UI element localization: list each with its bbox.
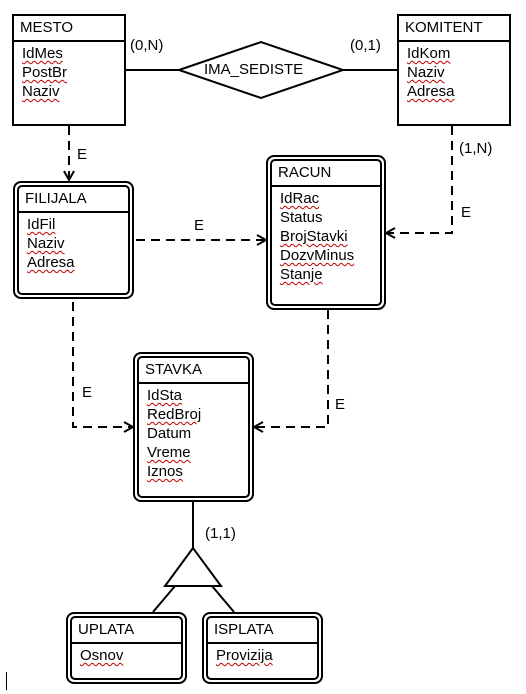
entity-isplata[interactable]: ISPLATA Provizija [202, 612, 323, 684]
attr-adresa: Adresa [407, 83, 455, 100]
entity-uplata[interactable]: UPLATA Osnov [66, 612, 187, 684]
attr-naziv: Naziv [22, 83, 60, 100]
label-e-racun-stavka: E [335, 396, 346, 413]
cardinality-komitent: (0,1) [350, 37, 381, 54]
cardinality-mesto: (0,N) [130, 37, 164, 54]
attr-iznos: Iznos [147, 463, 183, 480]
arrow-racun-stavka [254, 310, 329, 427]
attr-brojstavki: BrojStavki [280, 228, 348, 245]
entity-racun-title: RACUN [272, 161, 380, 187]
attr-idrac: IdRac [280, 190, 320, 207]
attr-redbroj: RedBroj [147, 406, 202, 423]
entity-mesto-title: MESTO [14, 16, 124, 42]
label-e-filijala-racun: E [194, 217, 205, 234]
entity-mesto[interactable]: MESTO IdMes PostBr Naziv [12, 14, 126, 126]
attr-idfil: IdFil [27, 216, 56, 233]
entity-isplata-title: ISPLATA [208, 618, 317, 644]
cardinality-specialization: (1,1) [205, 525, 236, 542]
arrow-filijala-stavka [72, 302, 133, 427]
attr-naziv: Naziv [27, 235, 65, 252]
specialization-triangle [163, 546, 223, 587]
relationship-name: IMA_SEDISTE [204, 61, 304, 78]
line-triangle-uplata [152, 585, 176, 613]
attr-postbr: PostBr [22, 64, 68, 81]
line-triangle-isplata [211, 585, 235, 613]
attr-adresa: Adresa [27, 254, 75, 271]
entity-stavka[interactable]: STAVKA IdSta RedBroj Datum Vreme Iznos [133, 352, 254, 502]
attr-osnov: Osnov [80, 647, 124, 664]
attr-stanje: Stanje [280, 266, 323, 283]
entity-filijala[interactable]: FILIJALA IdFil Naziv Adresa [13, 181, 134, 299]
entity-filijala-title: FILIJALA [19, 187, 128, 213]
attr-idsta: IdSta [147, 387, 183, 404]
attr-vreme: Vreme [147, 444, 191, 461]
relationship-diamond [175, 40, 347, 100]
label-e-filijala-stavka: E [82, 384, 93, 401]
text-cursor [6, 672, 7, 690]
attr-datum: Datum [147, 425, 192, 442]
entity-racun[interactable]: RACUN IdRac Status BrojStavki DozvMinus … [266, 155, 386, 310]
attr-dozvminus: DozvMinus [280, 247, 355, 264]
attr-idmes: IdMes [22, 45, 63, 62]
label-e-komitent-racun: E [461, 204, 472, 221]
attr-idkom: IdKom [407, 45, 451, 62]
entity-komitent-title: KOMITENT [399, 16, 509, 42]
label-e-mesto-filijala: E [77, 146, 88, 163]
entity-komitent[interactable]: KOMITENT IdKom Naziv Adresa [397, 14, 511, 126]
arrow-komitent-racun [386, 126, 453, 233]
attr-status: Status [280, 209, 323, 226]
attr-naziv: Naziv [407, 64, 445, 81]
entity-uplata-title: UPLATA [72, 618, 181, 644]
entity-stavka-title: STAVKA [139, 358, 248, 384]
attr-provizija: Provizija [216, 647, 273, 664]
cardinality-racun-komitent: (1,N) [459, 140, 493, 157]
